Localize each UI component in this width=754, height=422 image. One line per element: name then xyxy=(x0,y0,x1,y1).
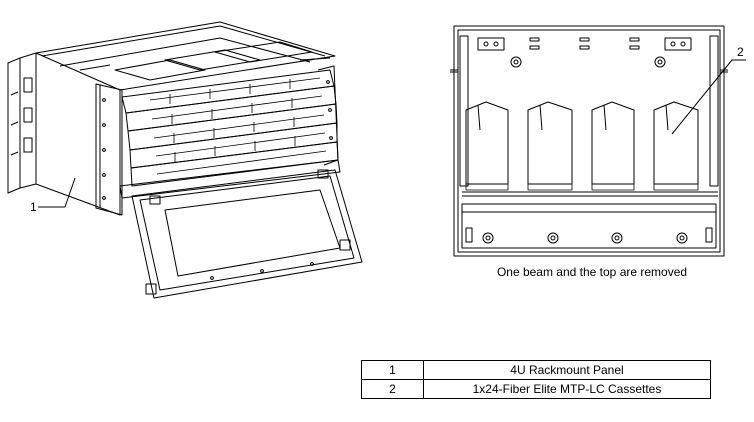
isometric-rackmount-panel xyxy=(7,21,363,299)
cassette-3 xyxy=(591,101,635,185)
callout-1-leader xyxy=(38,177,76,208)
legend-item-number: 2 xyxy=(361,379,424,399)
front-view-panel xyxy=(450,25,728,257)
figure-caption: One beam and the top are removed xyxy=(496,265,688,279)
legend-item-description: 1x24-Fiber Elite MTP-LC Cassettes xyxy=(423,379,711,399)
callout-2-leader xyxy=(671,59,746,135)
cassette-2 xyxy=(527,101,573,185)
legend-item-number: 1 xyxy=(361,360,424,380)
cassette-1 xyxy=(465,101,509,185)
callout-1-label: 1 xyxy=(30,200,37,214)
cassette-4 xyxy=(653,101,699,185)
legend-item-description: 4U Rackmount Panel xyxy=(423,360,711,380)
callout-2-label: 2 xyxy=(737,45,744,59)
